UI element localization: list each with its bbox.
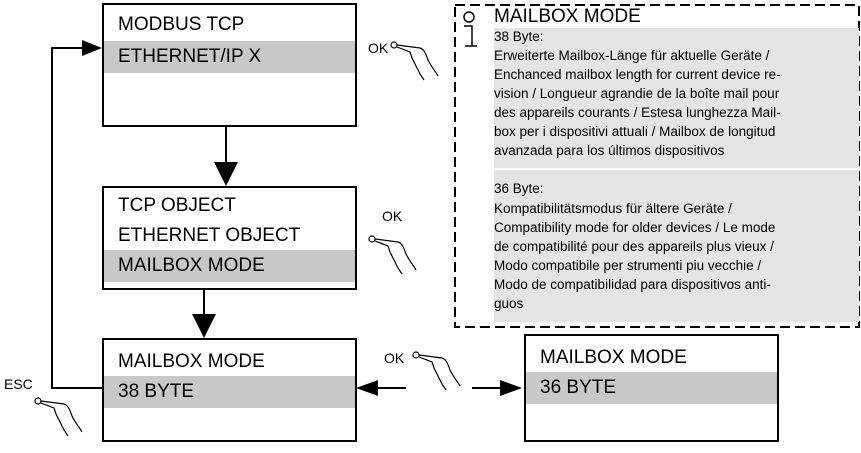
menu-line-tcp-object[interactable]: TCP OBJECT — [118, 195, 236, 216]
menu-line-mailbox-mode-title: MAILBOX MODE — [118, 351, 265, 372]
pointing-hand-icon — [368, 235, 417, 275]
arrowhead-to-38-byte — [356, 380, 378, 396]
info-38-line: box per i dispositivi attuali / Mailbox … — [494, 124, 776, 139]
menu-line-modbus-tcp[interactable]: MODBUS TCP — [118, 14, 245, 35]
esc-label: ESC — [4, 376, 33, 392]
menu-line-38-byte[interactable]: 38 BYTE — [104, 376, 355, 408]
screen-mailbox-36-byte: MAILBOX MODE 36 BYTE — [524, 334, 779, 442]
esc-return-path — [51, 47, 102, 389]
info-box-border — [454, 4, 860, 328]
pointing-hand-icon — [390, 41, 439, 81]
info-38-line: vision / Longueur agrandie de la boîte m… — [494, 86, 780, 101]
menu-line-mailbox-mode-title: MAILBOX MODE — [540, 347, 687, 368]
ok-label-middle: OK — [382, 208, 403, 224]
info-icon — [463, 11, 477, 47]
info-box-title: MAILBOX MODE — [494, 6, 641, 27]
screen-object-select: TCP OBJECT ETHERNET OBJECT MAILBOX MODE — [102, 186, 357, 290]
arrowhead-esc-return — [82, 40, 102, 56]
ok-label-top: OK — [368, 40, 389, 56]
info-38-line: Enchanced mailbox length for current dev… — [494, 67, 781, 82]
menu-line-ethernet-object[interactable]: ETHERNET OBJECT — [118, 225, 301, 246]
info-38-line: avanzada para los últimos dispositivos — [494, 143, 725, 158]
info-38-line: Erweiterte Mailbox-Länge für aktuelle Ge… — [494, 48, 770, 63]
info-36-line: guos — [494, 296, 524, 311]
arrowhead-to-36-byte — [500, 380, 522, 396]
menu-line-mailbox-mode[interactable]: MAILBOX MODE — [104, 250, 355, 282]
pointing-hand-icon — [412, 351, 461, 391]
info-36-line: Modo de compatibilidad para dispositivos… — [494, 277, 771, 292]
screen-mailbox-38-byte: MAILBOX MODE 38 BYTE — [102, 338, 357, 442]
info-36-line: Modo compatibile per strumenti piu vecch… — [494, 258, 762, 273]
arrowhead-middle-to-bottom — [192, 314, 216, 338]
ok-label-bottom: OK — [384, 350, 405, 366]
menu-line-ethernet-ip[interactable]: ETHERNET/IP X — [104, 41, 355, 73]
info-38-line: des appareils courants / Estesa lunghezz… — [494, 105, 781, 120]
info-36-line: de compatibilité pour des appareils plus… — [494, 239, 774, 254]
menu-line-36-byte[interactable]: 36 BYTE — [526, 372, 777, 404]
info-band-38-byte — [494, 28, 859, 168]
arrowhead-top-to-middle — [214, 162, 238, 186]
info-36-line: Kompatibilitätsmodus für ältere Geräte / — [494, 201, 732, 216]
info-36-line: Compatibility mode for older devices / L… — [494, 220, 776, 235]
screen-fieldbus-select: MODBUS TCP ETHERNET/IP X — [102, 3, 357, 127]
info-36-heading: 36 Byte: — [494, 181, 544, 196]
info-38-heading: 38 Byte: — [494, 29, 544, 44]
info-box: MAILBOX MODE 38 Byte: Erweiterte Mailbox… — [454, 4, 859, 328]
info-band-36-byte — [494, 170, 859, 322]
pointing-hand-icon — [34, 397, 83, 437]
